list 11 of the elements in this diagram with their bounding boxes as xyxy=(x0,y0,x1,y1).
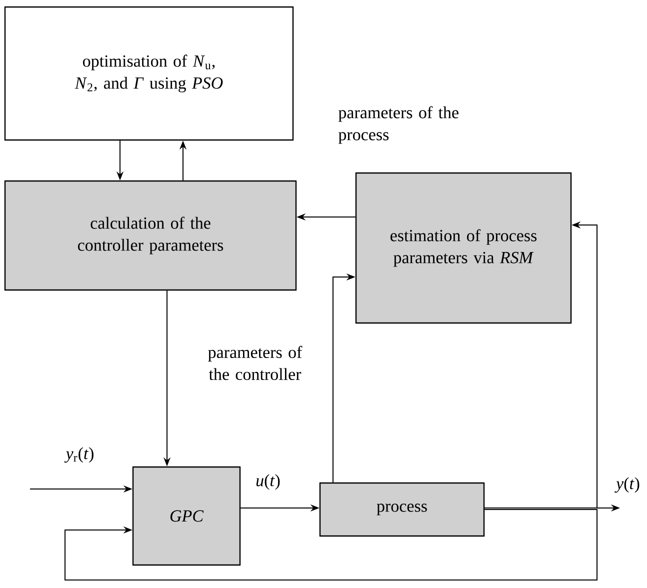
arrow xyxy=(64,508,598,580)
signal-label: parameters of the process xyxy=(338,106,458,144)
edge-label: y$_{r}$(t) xyxy=(64,446,96,464)
process-box: process xyxy=(319,482,485,537)
process-box: optimisation of N$_{u}$, N$_{2}$, and Γ using PSO xyxy=(4,6,294,141)
controller-box: GPC xyxy=(132,466,241,566)
edge-label: u(t) xyxy=(254,473,282,491)
signal-label: parameters of the controller xyxy=(208,346,302,380)
process-box: estimation of process parameters via RSM xyxy=(355,172,572,324)
edge-label: y(t) xyxy=(614,476,641,494)
process-box: calculation of the controller parameters xyxy=(4,180,297,291)
